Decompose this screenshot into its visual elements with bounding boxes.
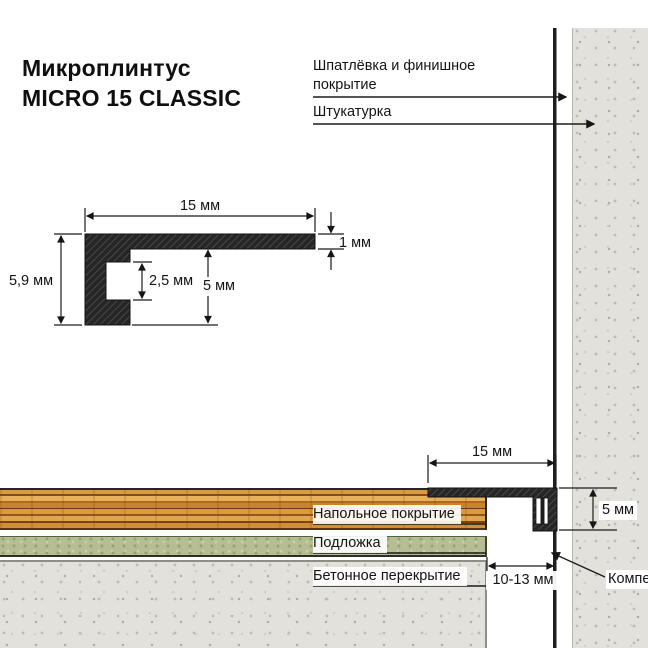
dim-total-height-label: 5,9 мм (8, 273, 54, 289)
concrete-slab-texture (0, 560, 487, 648)
putty-finish-label: Шпатлёвка и финишное покрытие (313, 58, 476, 93)
gap-leader-line (550, 552, 606, 578)
wall-finish-line (553, 28, 557, 648)
wall-plaster-texture (572, 28, 648, 648)
product-title: Микроплинтус (22, 55, 191, 81)
expansion-gap-label: Компенсационный зазор (606, 570, 648, 589)
installed-profile-shape (427, 487, 558, 532)
dim-width-label: 15 мм (179, 198, 221, 214)
product-model: MICRO 15 CLASSIC (22, 85, 242, 111)
dim-flange-thickness-label: 1 мм (339, 235, 372, 251)
underlay-label: Подложка (313, 534, 387, 553)
profile-shape (84, 233, 316, 326)
floor-covering-label: Напольное покрытие (313, 505, 461, 524)
dim-installed-height-label: 5 мм (599, 501, 638, 520)
dim-inner-height-label: 5 мм (196, 277, 242, 296)
dim-gap-label: 10-13 мм (486, 571, 560, 590)
profile-cross-section (54, 208, 344, 326)
installed-profile (427, 455, 617, 578)
profile-channel-insert (540, 498, 545, 524)
dim-channel-label: 2,5 мм (149, 273, 194, 289)
plaster-label: Штукатурка (313, 104, 392, 120)
dim-installed-width-label: 15 мм (471, 444, 513, 460)
concrete-slab-label: Бетонное перекрытие (313, 567, 467, 586)
